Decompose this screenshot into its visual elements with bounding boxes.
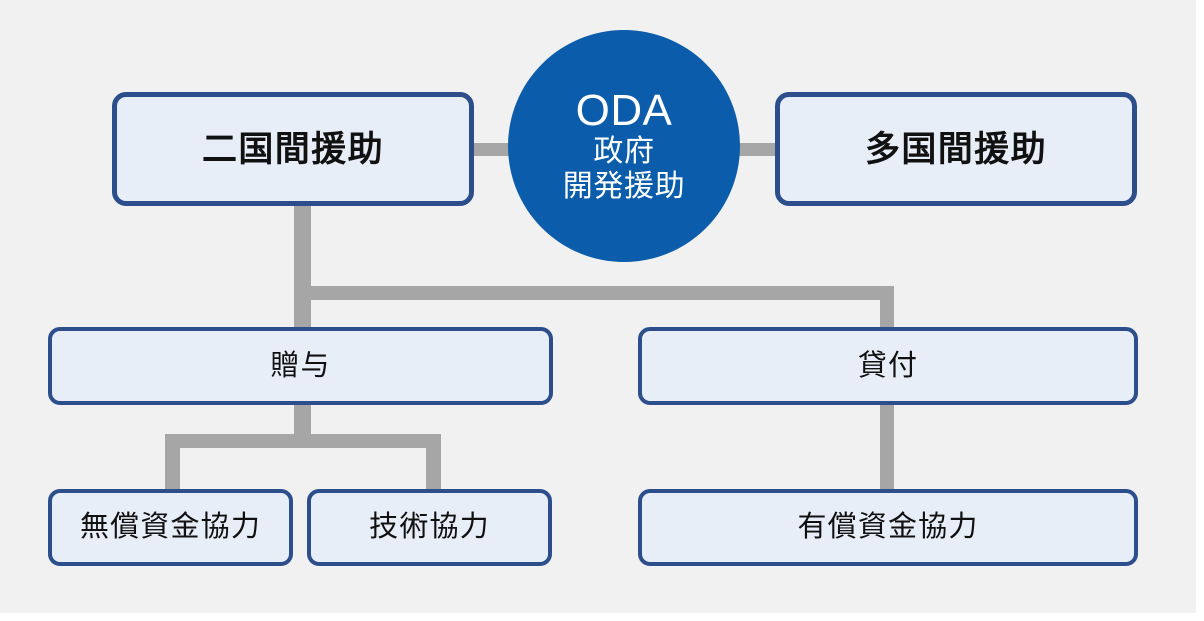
- connector-to-grant-aid: [165, 434, 180, 492]
- oda-subtitle-line-1: 政府: [593, 134, 655, 168]
- node-oda-loan-label: 有償資金協力: [797, 511, 979, 543]
- node-loan: 貸付: [638, 327, 1138, 405]
- connector-grant-stem: [294, 402, 311, 444]
- node-technical-cooperation-label: 技術協力: [369, 511, 490, 543]
- node-technical-cooperation: 技術協力: [307, 489, 552, 566]
- connector-to-technical-cooperation: [426, 434, 441, 492]
- connector-bilateral-vertical: [294, 200, 311, 331]
- node-oda-loan: 有償資金協力: [638, 489, 1138, 566]
- connector-grant-split-bar: [165, 434, 441, 448]
- connector-to-loan-vertical: [880, 286, 894, 331]
- oda-acronym-text: ODA: [575, 85, 673, 135]
- node-loan-label: 貸付: [857, 349, 919, 382]
- node-grant-aid: 無償資金協力: [48, 489, 293, 566]
- node-grant-aid-label: 無償資金協力: [80, 511, 261, 543]
- node-multilateral-aid-label: 多国間援助: [864, 129, 1047, 169]
- connector-bilateral-horizontal: [294, 286, 894, 300]
- node-grant-label: 贈与: [270, 349, 331, 382]
- node-bilateral-aid: 二国間援助: [112, 92, 474, 206]
- oda-subtitle-line-2: 開発援助: [562, 170, 686, 204]
- node-grant: 贈与: [48, 327, 553, 405]
- node-bilateral-aid-label: 二国間援助: [201, 129, 384, 169]
- connector-loan-to-oda-loan: [880, 402, 894, 492]
- node-multilateral-aid: 多国間援助: [775, 92, 1137, 206]
- oda-center-circle: ODA 政府 開発援助: [508, 30, 740, 262]
